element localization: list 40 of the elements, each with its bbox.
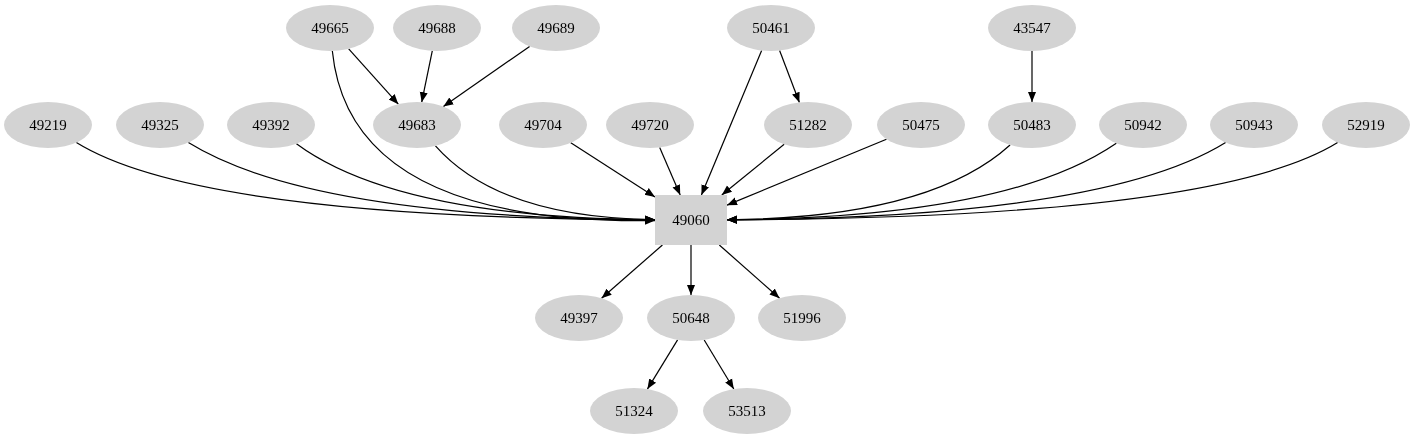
ellipse-node: 49689: [512, 5, 600, 51]
arrow: [687, 244, 695, 296]
arrow: [442, 45, 531, 108]
arrow: [659, 146, 681, 196]
ellipse-node: 49219: [4, 102, 92, 148]
ellipse-node: 53513: [703, 388, 791, 434]
ellipse-node: 49704: [499, 102, 587, 148]
arrow: [646, 339, 679, 390]
arrow: [570, 142, 656, 198]
ellipse-node: 49325: [116, 102, 204, 148]
arrow: [700, 49, 763, 196]
arrow: [600, 244, 664, 299]
arrow: [1028, 50, 1036, 103]
ellipse-node: 50483: [988, 102, 1076, 148]
ellipse-node: 49665: [286, 5, 374, 51]
arrow: [331, 50, 656, 225]
ellipse-node: 49688: [393, 5, 481, 51]
ellipse-node: 50648: [647, 295, 735, 341]
arrow: [721, 143, 785, 196]
ellipse-node: 51324: [590, 388, 678, 434]
ellipse-node: 49683: [373, 102, 461, 148]
arrow: [419, 50, 433, 103]
ellipse-node: 50461: [727, 5, 815, 51]
ellipse-node: 51996: [758, 295, 846, 341]
ellipse-node: 52919: [1322, 102, 1410, 148]
ellipse-node: 50943: [1210, 102, 1298, 148]
ellipse-node: 50475: [877, 102, 965, 148]
arrow: [726, 138, 888, 206]
arrow: [348, 48, 399, 105]
arrow: [703, 339, 735, 390]
ellipse-node: 43547: [988, 5, 1076, 51]
ellipse-node: 50942: [1099, 102, 1187, 148]
arrow: [779, 49, 800, 104]
box-node: 49060: [655, 195, 727, 245]
ellipse-node: 49720: [606, 102, 694, 148]
ellipse-node: 51282: [764, 102, 852, 148]
ellipse-node: 49397: [535, 295, 623, 341]
arrow: [726, 142, 1339, 224]
ellipse-node: 49392: [227, 102, 315, 148]
arrow: [718, 244, 781, 299]
